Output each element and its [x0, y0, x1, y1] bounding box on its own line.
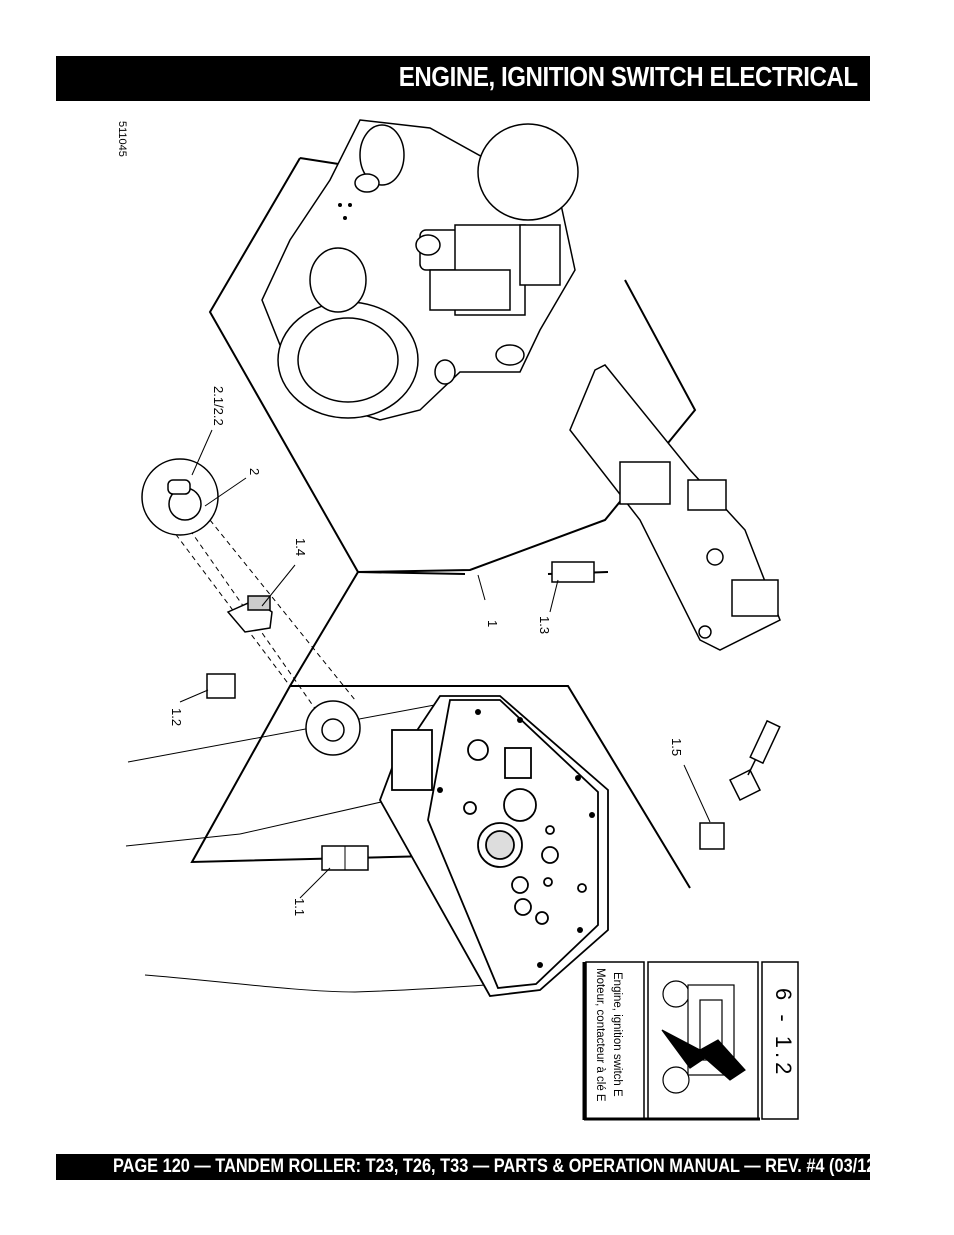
page-title: ENGINE, IGNITION SWITCH ELECTRICAL — [399, 61, 858, 92]
header-bar: ENGINE, IGNITION SWITCH ELECTRICAL — [56, 56, 870, 101]
ignition-key-switch — [141, 458, 219, 536]
connector-1-3 — [551, 561, 595, 583]
callout-1-5: 1.5 — [669, 738, 684, 757]
key-1-5 — [699, 719, 781, 850]
description-french: Moteur, contacteur à clé E — [594, 968, 606, 1102]
section-number: 6 - 1.2 — [771, 988, 796, 1079]
callout-1: 1 — [485, 620, 500, 628]
connector-1-4 — [226, 595, 273, 633]
mounting-bracket — [569, 364, 781, 651]
engine-assembly — [261, 119, 579, 421]
page-footer: PAGE 120 — TANDEM ROLLER: T23, T26, T33 … — [112, 1156, 904, 1177]
callout-1-4: 1.4 — [293, 538, 308, 557]
callout-2-1-2-2: 2.1/2.2 — [211, 386, 226, 426]
description-english: Engine, ignition switch E — [611, 972, 623, 1097]
callout-2: 2 — [247, 468, 262, 476]
callout-1-2: 1.2 — [169, 708, 184, 727]
instrument-panel — [379, 695, 609, 997]
callout-1-3: 1.3 — [537, 616, 552, 635]
callout-1-1: 1.1 — [292, 898, 307, 917]
footer-bar: PAGE 120 — TANDEM ROLLER: T23, T26, T33 … — [56, 1154, 904, 1180]
index-thumbnail — [661, 980, 746, 1094]
drawing-number: 511045 — [116, 121, 128, 157]
connector-1-2 — [206, 673, 236, 699]
